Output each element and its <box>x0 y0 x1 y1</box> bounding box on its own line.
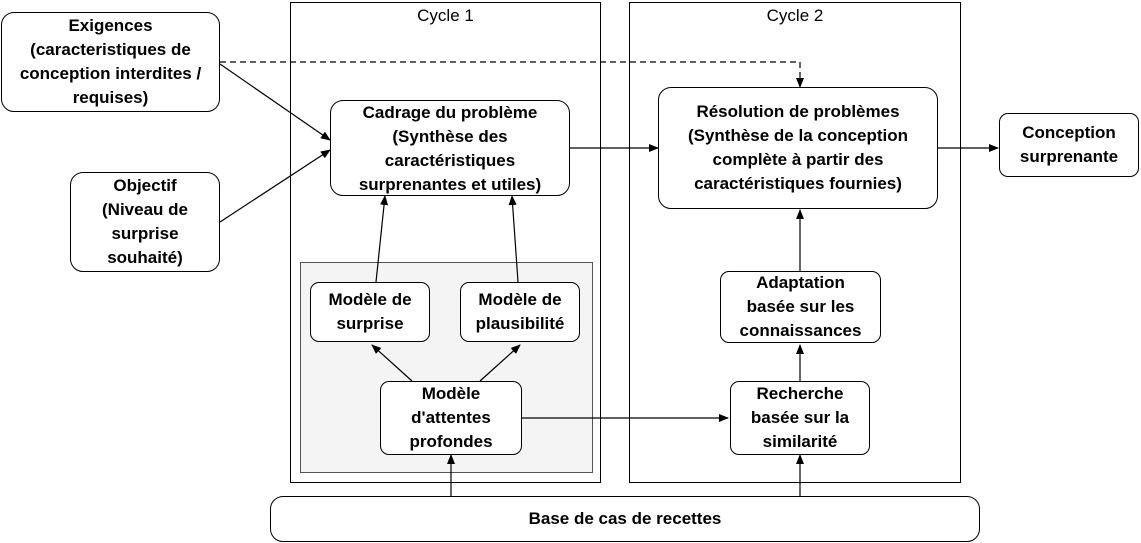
resolution-node: Résolution de problèmes (Synthèse de la … <box>658 87 938 209</box>
cycle-1-container: Cycle 1 <box>290 2 601 483</box>
exigences-node: Exigences (caracteristiques de conceptio… <box>1 12 220 112</box>
recherche-node: Recherche basée sur la similarité <box>730 381 870 455</box>
adaptation-node: Adaptation basée sur les connaissances <box>720 271 881 343</box>
base-cas-node: Base de cas de recettes <box>270 496 980 542</box>
modele-plausibilite-node: Modèle de plausibilité <box>460 282 580 342</box>
conception-node: Conception surprenante <box>999 113 1139 177</box>
cycle-1-label: Cycle 1 <box>417 6 474 25</box>
modele-surprise-node: Modèle de surprise <box>310 282 430 342</box>
cycle-2-container: Cycle 2 <box>629 2 961 483</box>
cadrage-node: Cadrage du problème (Synthèse des caract… <box>330 100 570 196</box>
cycle-2-label: Cycle 2 <box>766 6 824 25</box>
modele-attentes-node: Modèle d'attentes profondes <box>380 381 522 455</box>
objectif-node: Objectif (Niveau de surprise souhaité) <box>70 172 220 272</box>
